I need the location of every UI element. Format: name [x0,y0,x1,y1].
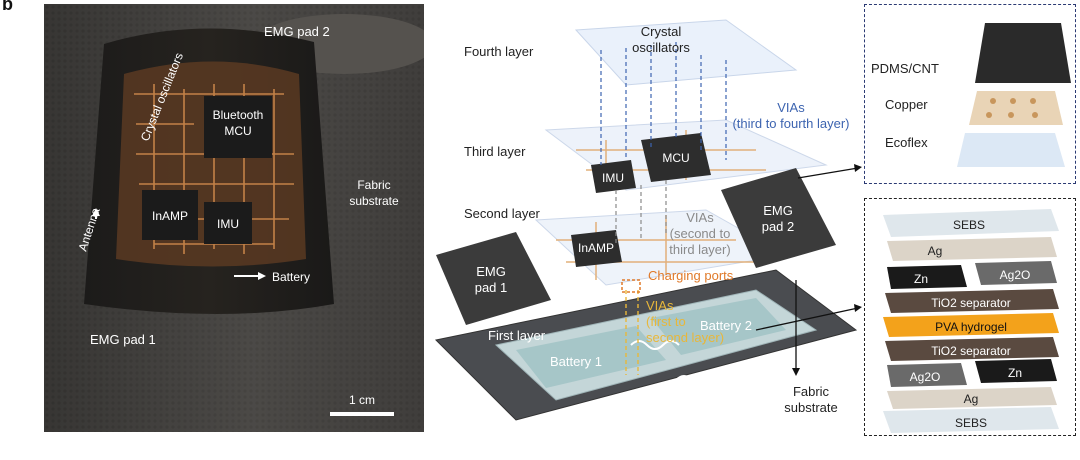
photo-label-fabric-line1: Fabric [357,178,390,192]
label-emg-pad-1-line2: pad 1 [475,280,508,295]
photo-label-bluetooth-line2: MCU [224,124,251,138]
battery-2-cell [651,298,786,355]
label-charging-ports: Charging ports [648,268,734,283]
label-fabric-substrate-line1: Fabric [793,384,830,399]
vias-second-third-lines [615,180,667,245]
photo-label-scale: 1 cm [349,393,375,407]
label-imu: IMU [602,171,624,185]
label-vias-first-second-line1: VIAs [646,298,674,313]
battery-layer-sebs-bottom [883,407,1059,433]
label-third-layer: Third layer [464,144,526,159]
panel-letter: b [2,0,13,14]
pad-stack-inset: PDMS/CNT Copper Ecoflex [864,4,1076,184]
ecoflex-layer [957,133,1065,167]
device-photo: EMG pad 2 Crystal oscillators Bluetooth … [44,4,434,432]
battery-stack-label-10: SEBS [955,416,987,430]
label-emg-pad-1-line1: EMG [476,264,506,279]
label-crystal-line2: oscillators [632,40,690,55]
copper-layer [969,91,1063,125]
battery-layer-ag2o-top [975,261,1057,285]
pad-stack-label-1: Copper [885,97,928,112]
interconnect-serpentine [630,340,680,350]
label-battery-2: Battery 2 [700,318,752,333]
battery-layer-tio2-bottom [885,337,1059,361]
imu-chip-diagram [591,160,636,193]
label-inamp: InAMP [578,241,614,255]
photo-label-fabric-line2: substrate [349,194,399,208]
battery-layer-sebs-top [883,209,1059,237]
battery-stack-label-7: Zn [1008,366,1022,380]
battery-layer-ag-bottom [887,387,1057,409]
battery-stack-label-9: Ag [964,392,979,406]
battery-layer-zn-top [887,265,967,289]
fourth-layer-sheet [574,19,798,86]
battery-stack-label-2: Ag2O [1000,268,1031,282]
label-vias-third-fourth-line2: (third to fourth layer) [732,116,849,131]
battery-stack-label-8: Ag2O [910,370,941,384]
pad-stack-label-2: Ecoflex [885,135,928,150]
label-first-layer: First layer [488,328,546,343]
label-vias-second-third-line1: VIAs [686,210,714,225]
battery-1-cell [516,326,666,388]
battery-layer-ag-top [887,237,1057,261]
battery-stack-label-0: SEBS [953,218,985,232]
vias-third-fourth-lines [600,42,727,165]
battery-stack-label-1: Ag [928,244,943,258]
label-vias-third-fourth-line1: VIAs [777,100,805,115]
battery-layer-pva [883,313,1059,337]
inamp-chip [142,190,198,240]
photo-label-inamp: InAMP [152,209,188,223]
bluetooth-chip [204,96,272,158]
exploded-diagram: Fourth layer Third layer Second layer Fi… [426,0,862,440]
vias-first-second-lines [625,290,639,375]
emg-pad-1 [436,232,551,325]
pdms-cnt-layer [975,23,1071,83]
photo-label-imu: IMU [217,217,239,231]
photo-label-emg-pad-2: EMG pad 2 [264,24,330,39]
emg-pad-2 [721,168,836,268]
label-vias-first-second-line2: (first to [646,314,686,329]
battery-stack-inset: SEBS Ag Ag2O Zn TiO2 separator PVA hydro… [864,198,1076,436]
inamp-chip-diagram [571,230,622,267]
label-fourth-layer: Fourth layer [464,44,534,59]
battery-layer-ag2o-bottom [887,363,967,387]
scale-bar [330,412,394,416]
label-emg-pad-2-line1: EMG [763,203,793,218]
photo-label-battery: Battery [272,270,310,284]
label-fabric-substrate-line2: substrate [784,400,837,415]
pad-stack-label-0: PDMS/CNT [871,61,939,76]
label-second-layer: Second layer [464,206,541,221]
label-crystal-line1: Crystal [641,24,682,39]
mcu-chip-diagram [641,133,711,182]
label-vias-second-third-line3: third layer) [669,242,730,257]
imu-chip [204,202,252,244]
label-vias-second-third-line2: (second to [670,226,731,241]
photo-label-emg-pad-1: EMG pad 1 [90,332,156,347]
photo-label-bluetooth-line1: Bluetooth [213,108,264,122]
label-vias-first-second-line3: second layer) [646,330,724,345]
battery-stack-label-3: Zn [914,272,928,286]
label-mcu: MCU [662,151,689,165]
label-battery-1: Battery 1 [550,354,602,369]
battery-stack-label-6: TiO2 separator [931,344,1011,358]
label-emg-pad-2-line2: pad 2 [762,219,795,234]
battery-layer-zn-bottom [975,359,1057,383]
battery-layer-tio2-top [885,289,1059,313]
battery-stack-label-5: PVA hydrogel [935,320,1007,334]
battery-stack-label-4: TiO2 separator [931,296,1011,310]
